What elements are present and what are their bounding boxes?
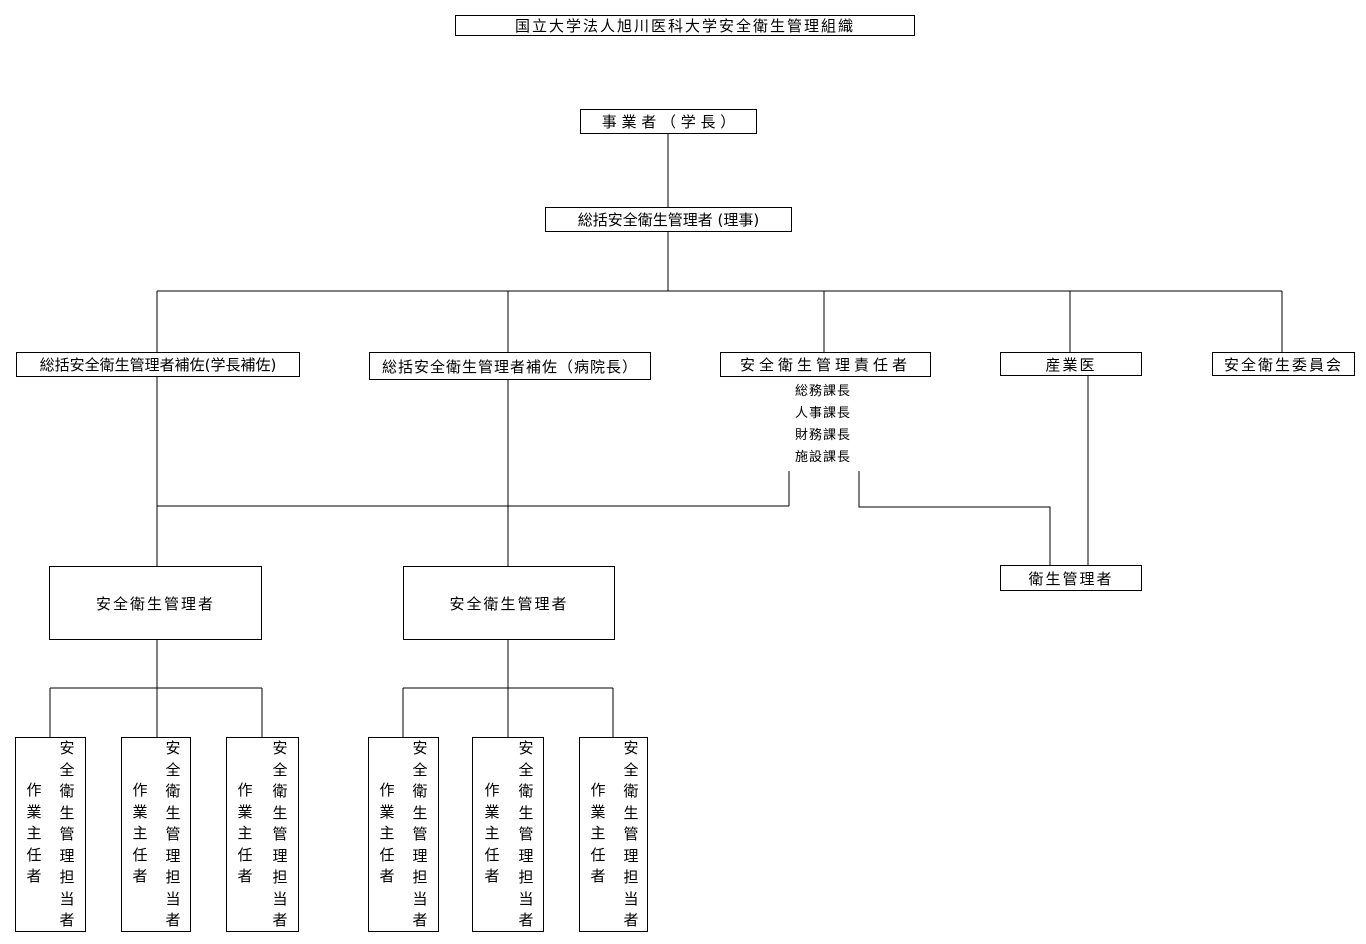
safety-staff-label: 安全衛生管理担当者 [518,739,534,929]
safety-staff-label: 安全衛生管理担当者 [59,739,75,929]
work-chief-label: 作業主任者 [237,781,253,885]
safety-health-manager-box: 安全衛生管理者 [49,566,262,640]
general-safety-health-manager-box: 総括安全衛生管理者 (理事) [545,207,792,232]
worker-box: 作業主任者 安全衛生管理担当者 [368,737,439,932]
worker-box: 作業主任者 安全衛生管理担当者 [226,737,299,932]
safety-staff-label: 安全衛生管理担当者 [412,739,428,929]
safety-staff-label: 安全衛生管理担当者 [623,739,639,929]
safety-health-committee-box: 安全衛生委員会 [1212,352,1355,376]
employer-box: 事 業 者 （ 学 長 ） [580,109,757,134]
worker-box: 作業主任者 安全衛生管理担当者 [579,737,648,932]
work-chief-label: 作業主任者 [590,781,606,885]
safety-staff-label: 安全衛生管理担当者 [165,739,181,929]
work-chief-label: 作業主任者 [484,781,500,885]
worker-box: 作業主任者 安全衛生管理担当者 [472,737,544,932]
safety-health-responsible-box: 安全衛生管理責任者 [720,352,931,377]
responsible-member: 人事課長 [795,406,852,421]
responsible-member: 施設課長 [795,450,852,465]
page-title: 国立大学法人旭川医科大学安全衛生管理組織 [455,15,915,36]
work-chief-label: 作業主任者 [379,781,395,885]
assistant-president-box: 総括安全衛生管理者補佐(学長補佐) [16,352,300,377]
worker-box: 作業主任者 安全衛生管理担当者 [121,737,191,932]
assistant-hospital-director-box: 総括安全衛生管理者補佐（病院長） [369,352,651,380]
safety-health-manager-box: 安全衛生管理者 [403,566,615,640]
industrial-physician-box: 産業医 [1000,352,1142,376]
responsible-member: 財務課長 [795,428,852,443]
worker-box: 作業主任者 安全衛生管理担当者 [15,737,86,932]
work-chief-label: 作業主任者 [132,781,148,885]
responsible-member: 総務課長 [795,384,852,399]
work-chief-label: 作業主任者 [26,781,42,885]
safety-staff-label: 安全衛生管理担当者 [272,739,288,929]
health-manager-box: 衛生管理者 [1000,565,1142,591]
